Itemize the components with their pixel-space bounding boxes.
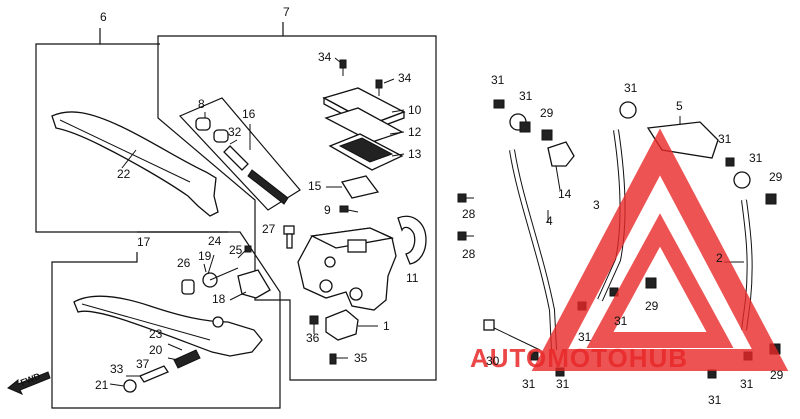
part-label-4: 4 bbox=[546, 214, 553, 228]
part-label-31i: 31 bbox=[556, 377, 570, 391]
part-label-17: 17 bbox=[137, 235, 151, 249]
fwd-arrow-icon bbox=[7, 371, 51, 395]
bolts-28 bbox=[457, 193, 474, 241]
joint-14 bbox=[547, 141, 575, 191]
part-label-11: 11 bbox=[406, 271, 419, 285]
part-label-8: 8 bbox=[198, 97, 205, 111]
part-label-31d: 31 bbox=[718, 132, 732, 146]
part-label-31g: 31 bbox=[578, 330, 592, 344]
part-label-20: 20 bbox=[149, 343, 163, 357]
spring-20-plunger-21 bbox=[109, 343, 201, 393]
part-label-29c: 29 bbox=[645, 299, 659, 313]
part-label-16: 16 bbox=[242, 107, 256, 121]
part-label-3: 3 bbox=[593, 198, 600, 212]
master-cylinder-body bbox=[297, 227, 397, 311]
part-label-29d: 29 bbox=[770, 368, 784, 382]
part-label-35: 35 bbox=[354, 351, 368, 365]
part-label-6: 6 bbox=[100, 10, 107, 24]
part-label-19: 19 bbox=[198, 249, 212, 263]
part-label-32: 32 bbox=[228, 125, 242, 139]
part-label-34a: 34 bbox=[318, 50, 332, 64]
switch-1 bbox=[325, 309, 378, 341]
part-label-31e: 31 bbox=[749, 151, 763, 165]
inner-box-8 bbox=[178, 97, 301, 211]
part-label-29a: 29 bbox=[540, 106, 554, 120]
part-label-28b: 28 bbox=[462, 247, 476, 261]
part-label-22: 22 bbox=[117, 167, 131, 181]
part-label-25: 25 bbox=[229, 243, 243, 257]
part-label-31b: 31 bbox=[519, 89, 533, 103]
leader-lines-10-13 bbox=[389, 109, 405, 157]
screw-36-35 bbox=[309, 315, 348, 365]
part-label-30: 30 bbox=[486, 354, 500, 368]
part-label-7: 7 bbox=[283, 5, 290, 19]
watermark-text: AUTOMOTOHUB bbox=[470, 343, 688, 373]
part-label-14: 14 bbox=[558, 187, 572, 201]
part-label-31k: 31 bbox=[708, 393, 722, 407]
part-label-18: 18 bbox=[212, 292, 226, 306]
part-label-28a: 28 bbox=[462, 207, 476, 221]
part-label-36: 36 bbox=[306, 331, 320, 345]
clamp-11 bbox=[397, 215, 427, 265]
assembly-box-6 bbox=[35, 28, 228, 233]
part-label-23: 23 bbox=[149, 327, 163, 341]
part-label-33: 33 bbox=[110, 362, 124, 376]
part-label-31c: 31 bbox=[624, 81, 638, 95]
part-label-29b: 29 bbox=[769, 170, 783, 184]
part-label-34b: 34 bbox=[398, 71, 412, 85]
part-label-10: 10 bbox=[408, 103, 422, 117]
bolt-27 bbox=[283, 225, 295, 249]
lever-22 bbox=[51, 111, 219, 217]
hose-4 bbox=[509, 149, 557, 351]
part-label-26: 26 bbox=[177, 256, 191, 270]
part-label-1: 1 bbox=[383, 319, 390, 333]
plate-15 bbox=[326, 175, 380, 199]
part-label-12: 12 bbox=[408, 125, 422, 139]
part-label-5: 5 bbox=[676, 99, 683, 113]
part-label-2: 2 bbox=[716, 251, 723, 265]
pivot-bolt-group bbox=[195, 112, 289, 205]
screw-9 bbox=[339, 205, 359, 213]
part-label-31a: 31 bbox=[491, 73, 505, 87]
part-label-9: 9 bbox=[324, 203, 331, 217]
part-label-21: 21 bbox=[95, 378, 109, 392]
part-label-24: 24 bbox=[208, 234, 222, 248]
part-label-31f: 31 bbox=[614, 314, 628, 328]
assembly-box-17 bbox=[51, 231, 281, 409]
part-label-31h: 31 bbox=[522, 377, 536, 391]
part-label-27: 27 bbox=[262, 222, 276, 236]
part-label-13: 13 bbox=[408, 147, 422, 161]
screws-34 bbox=[334, 57, 395, 96]
part-label-15: 15 bbox=[308, 179, 322, 193]
parts-19-24-25-26-18 bbox=[181, 245, 271, 301]
watermark: AUTOMOTOHUB bbox=[470, 128, 789, 373]
assembly-box-7 bbox=[157, 22, 437, 381]
diaphragm-13 bbox=[328, 133, 404, 171]
lever-17 bbox=[73, 295, 263, 357]
part-label-37: 37 bbox=[136, 357, 150, 371]
part-label-31j: 31 bbox=[740, 377, 754, 391]
